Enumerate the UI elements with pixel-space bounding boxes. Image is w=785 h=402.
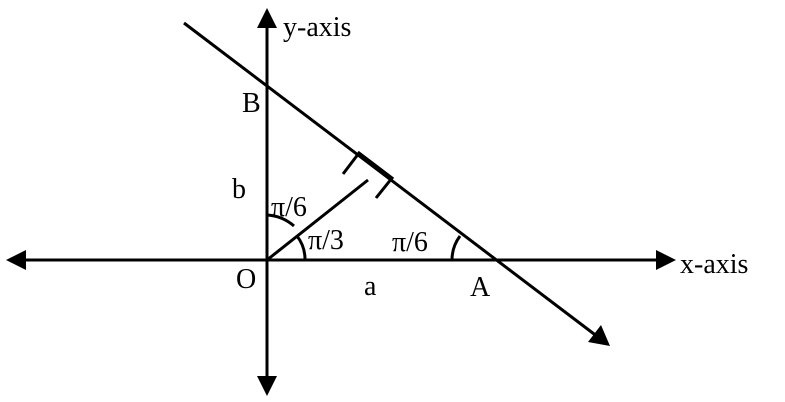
y-axis-top-arrowhead [257, 8, 277, 28]
point-a-label: A [470, 272, 491, 303]
side-b-label: b [232, 174, 246, 205]
x-axis-left-arrowhead [6, 250, 26, 270]
angle-o-upper-label: π/6 [271, 192, 307, 223]
y-axis-label: y-axis [283, 12, 351, 43]
line-ab-arrowhead [588, 325, 610, 346]
angle-arc-o-upper [266, 213, 295, 228]
angle-arc-o-lower [295, 235, 307, 261]
angle-a-label: π/6 [392, 227, 428, 258]
y-axis-bottom-arrowhead [257, 376, 277, 396]
angle-o-lower-label: π/3 [308, 225, 344, 256]
point-b-label: B [242, 88, 261, 119]
side-a-label: a [364, 271, 377, 302]
origin-label: O [236, 264, 256, 295]
x-axis-right-arrowhead [656, 250, 676, 270]
right-angle-marker [341, 150, 395, 199]
perpendicular-op [266, 178, 369, 262]
x-axis-label: x-axis [680, 249, 748, 280]
angle-arc-a [450, 235, 462, 261]
